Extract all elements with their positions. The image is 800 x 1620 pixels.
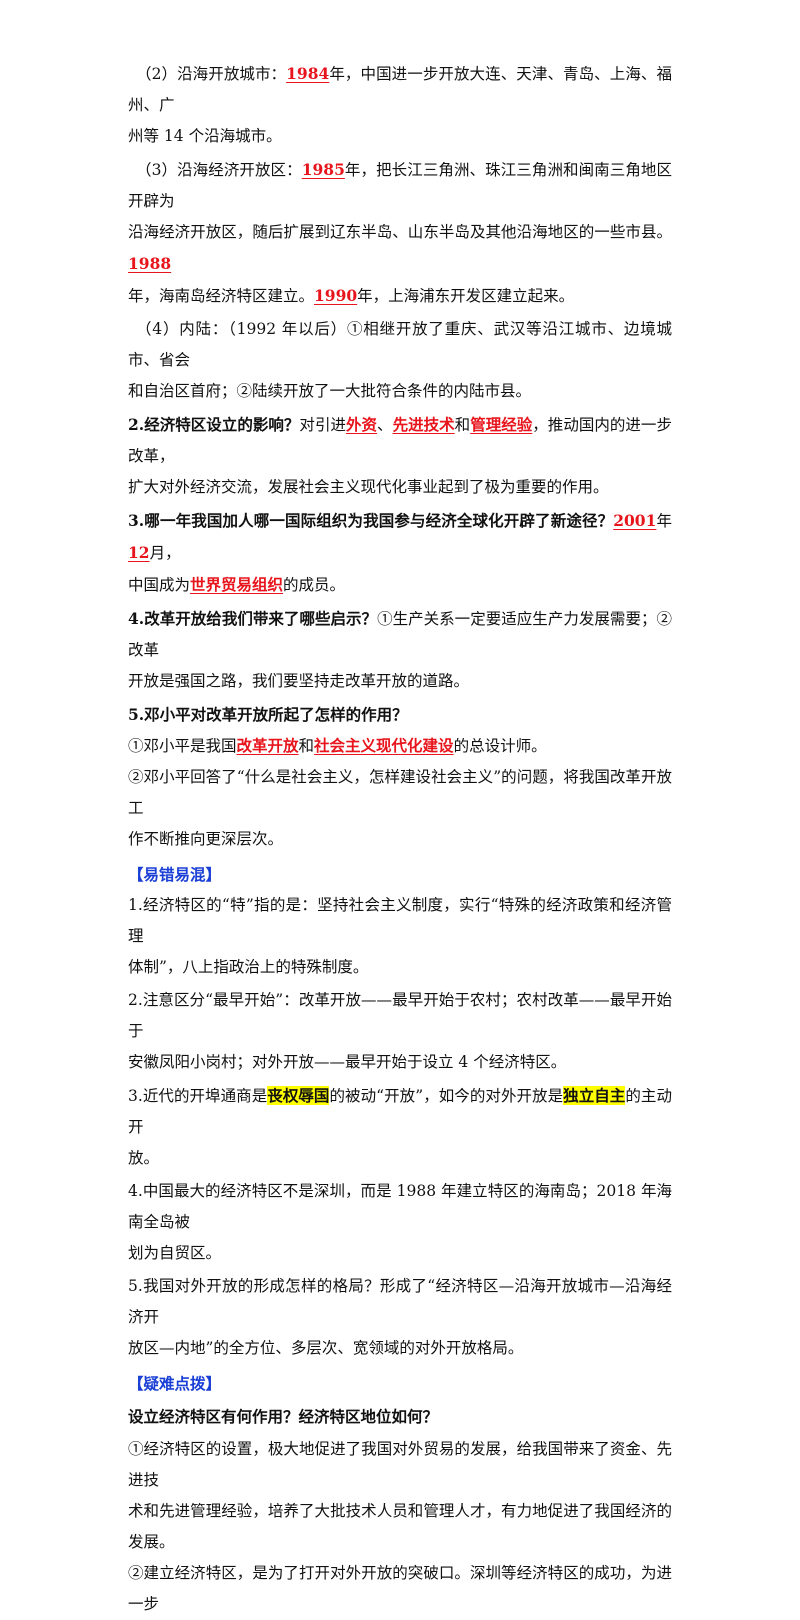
difficult-answer-1: ①经济特区的设置，极大地促进了我国对外贸易的发展，给我国带来了资金、先进技: [128, 1434, 672, 1496]
question-title: 5.邓小平对改革开放所起了怎样的作用？: [128, 705, 408, 724]
question-5: 5.邓小平对改革开放所起了怎样的作用？: [128, 699, 672, 730]
text: 放。: [128, 1149, 160, 1167]
text: （2）沿海开放城市：: [136, 65, 287, 83]
text: 扩大对外经济交流，发展社会主义现代化事业起到了极为重要的作用。: [128, 478, 609, 496]
text: 1.经济特区的“特”指的是：坚持社会主义制度，实行“特殊的经济政策和经济管理: [128, 896, 672, 945]
highlight-term: 丧权辱国: [267, 1086, 330, 1105]
key-term: 世界贸易组织: [190, 575, 284, 594]
inland-line-1: （4）内陆：（1992 年以后）①相继开放了重庆、武汉等沿江城市、边境城市、省会: [128, 314, 672, 376]
highlight-term: 独立自主: [563, 1086, 626, 1105]
text: 术和先进管理经验，培养了大批技术人员和管理人才，有力地促进了我国经济的发展。: [128, 1502, 672, 1551]
text: 和自治区首府；②陆续开放了一大批符合条件的内陆市县。: [128, 382, 532, 400]
key-month-12: 12: [128, 543, 150, 562]
mix-item-1: 1.经济特区的“特”指的是：坚持社会主义制度，实行“特殊的经济政策和经济管理: [128, 890, 672, 952]
question-3-answer: 中国成为世界贸易组织的成员。: [128, 569, 672, 601]
text: 沿海经济开放区，随后扩展到辽东半岛、山东半岛及其他沿海地区的一些市县。: [128, 223, 672, 241]
key-term: 社会主义现代化建设: [314, 736, 454, 755]
text: （3）沿海经济开放区：: [136, 161, 302, 179]
coastal-zone-line-1: （3）沿海经济开放区：1985年，把长江三角洲、珠江三角洲和闽南三角地区开辟为: [128, 154, 672, 217]
question-3: 3.哪一年我国加人哪一国际组织为我国参与经济全球化开辟了新途径？2001年 12月…: [128, 505, 672, 569]
text: 、: [377, 416, 393, 434]
mix-item-4-cont: 划为自贸区。: [128, 1238, 672, 1269]
text: 和: [298, 737, 315, 755]
text: 5.我国对外开放的形成怎样的格局？形成了“经济特区—沿海开放城市—沿海经济开: [128, 1277, 672, 1326]
text: ②邓小平回答了“什么是社会主义，怎样建设社会主义”的问题，将我国改革开放工: [128, 768, 672, 817]
question-5-answer-2: ②邓小平回答了“什么是社会主义，怎样建设社会主义”的问题，将我国改革开放工: [128, 762, 672, 824]
difficult-question: 设立经济特区有何作用？经济特区地位如何？: [128, 1407, 439, 1426]
key-term: 外资: [345, 415, 378, 434]
mix-item-3: 3.近代的开埠通商是丧权辱国的被动“开放”，如今的对外开放是独立自主的主动开: [128, 1080, 672, 1143]
text: 3.近代的开埠通商是: [128, 1087, 268, 1105]
key-year-1984: 1984: [286, 64, 330, 83]
section-heading-confusing: 【易错易混】: [128, 865, 222, 884]
key-year-1990: 1990: [314, 286, 358, 305]
mix-item-3-cont: 放。: [128, 1143, 672, 1174]
text: ①邓小平是我国: [128, 737, 237, 755]
text: ①生产关系一定要适应生产力发展需要；②改革: [128, 610, 672, 659]
mix-item-5: 5.我国对外开放的形成怎样的格局？形成了“经济特区—沿海开放城市—沿海经济开: [128, 1271, 672, 1333]
mix-item-4: 4.中国最大的经济特区不是深圳，而是 1988 年建立特区的海南岛；2018 年…: [128, 1176, 672, 1238]
question-title: 3.哪一年我国加人哪一国际组织为我国参与经济全球化开辟了新途径？: [128, 511, 614, 530]
text: 放区—内地”的全方位、多层次、宽领域的对外开放格局。: [128, 1339, 524, 1357]
question-title: 2.经济特区设立的影响？: [128, 415, 300, 434]
key-term: 先进技术: [392, 415, 455, 434]
text: 年: [656, 512, 672, 530]
text: ②建立经济特区，是为了打开对外开放的突破口。深圳等经济特区的成功，为进一步: [128, 1564, 672, 1613]
text: 安徽凤阳小岗村；对外开放——最早开始于设立 4 个经济特区。: [128, 1053, 567, 1071]
text: 4.中国最大的经济特区不是深圳，而是 1988 年建立特区的海南岛；2018 年…: [128, 1182, 672, 1231]
text: 作不断推向更深层次。: [128, 830, 284, 848]
text: 年，上海浦东开发区建立起来。: [357, 287, 575, 305]
key-term: 管理经验: [470, 415, 533, 434]
document-page: （2）沿海开放城市：1984年，中国进一步开放大连、天津、青岛、上海、福州、广 …: [128, 58, 672, 1613]
question-2: 2.经济特区设立的影响？对引进外资、先进技术和管理经验，推动国内的进一步改革，: [128, 409, 672, 472]
text: （4）内陆：（1992 年以后）①相继开放了重庆、武汉等沿江城市、边境城市、省会: [128, 320, 672, 369]
question-2-answer: 扩大对外经济交流，发展社会主义现代化事业起到了极为重要的作用。: [128, 472, 672, 503]
question-5-answer-3: 作不断推向更深层次。: [128, 824, 672, 855]
text: ①经济特区的设置，极大地促进了我国对外贸易的发展，给我国带来了资金、先进技: [128, 1440, 672, 1489]
mix-item-1-cont: 体制”，八上指政治上的特殊制度。: [128, 952, 672, 983]
question-4-answer: 开放是强国之路，我们要坚持走改革开放的道路。: [128, 666, 672, 697]
text: 年，把长江三角洲、珠江三角洲和闽南三角地区开辟为: [128, 161, 672, 210]
coastal-cities-line-1: （2）沿海开放城市：1984年，中国进一步开放大连、天津、青岛、上海、福州、广: [128, 58, 672, 121]
text: 的成员。: [283, 576, 346, 594]
text: 的被动“开放”，如今的对外开放是: [329, 1087, 564, 1105]
mix-item-2-cont: 安徽凤阳小岗村；对外开放——最早开始于设立 4 个经济特区。: [128, 1047, 672, 1078]
text: 年，中国进一步开放大连、天津、青岛、上海、福州、广: [128, 65, 672, 114]
text: 的总设计师。: [453, 737, 547, 755]
key-year-2001: 2001: [613, 511, 657, 530]
key-year-1985: 1985: [301, 160, 345, 179]
difficult-answer-1-cont: 术和先进管理经验，培养了大批技术人员和管理人才，有力地促进了我国经济的发展。: [128, 1496, 672, 1558]
text: 划为自贸区。: [128, 1244, 222, 1262]
difficult-answer-2: ②建立经济特区，是为了打开对外开放的突破口。深圳等经济特区的成功，为进一步: [128, 1558, 672, 1620]
text: 年，海南岛经济特区建立。: [128, 287, 315, 305]
coastal-zone-line-2: 沿海经济开放区，随后扩展到辽东半岛、山东半岛及其他沿海地区的一些市县。 1988: [128, 217, 672, 280]
question-title: 4.改革开放给我们带来了哪些启示？: [128, 609, 378, 628]
text: ，推动国内的进一步改革，: [128, 416, 672, 465]
inland-line-2: 和自治区首府；②陆续开放了一大批符合条件的内陆市县。: [128, 376, 672, 407]
text: 对引进: [299, 416, 346, 434]
section-heading-difficult: 【疑难点拨】: [128, 1374, 222, 1393]
mix-item-5-cont: 放区—内地”的全方位、多层次、宽领域的对外开放格局。: [128, 1333, 672, 1364]
key-term: 改革开放: [236, 736, 299, 755]
question-4: 4.改革开放给我们带来了哪些启示？①生产关系一定要适应生产力发展需要；②改革: [128, 603, 672, 666]
text: 开放是强国之路，我们要坚持走改革开放的道路。: [128, 672, 470, 690]
key-year-1988: 1988: [128, 254, 172, 273]
text: 中国成为: [128, 576, 191, 594]
text: 体制”，八上指政治上的特殊制度。: [128, 958, 369, 976]
text: 和: [454, 416, 471, 434]
mix-item-2: 2.注意区分“最早开始”：改革开放——最早开始于农村；农村改革——最早开始于: [128, 985, 672, 1047]
coastal-cities-line-2: 州等 14 个沿海城市。: [128, 121, 672, 152]
coastal-zone-line-3: 年，海南岛经济特区建立。1990年，上海浦东开发区建立起来。: [128, 280, 672, 312]
text: 州等 14 个沿海城市。: [128, 127, 282, 145]
text: 2.注意区分“最早开始”：改革开放——最早开始于农村；农村改革——最早开始于: [128, 991, 672, 1040]
text: 月，: [149, 544, 181, 562]
question-5-answer-1: ①邓小平是我国改革开放和社会主义现代化建设的总设计师。: [128, 730, 672, 762]
